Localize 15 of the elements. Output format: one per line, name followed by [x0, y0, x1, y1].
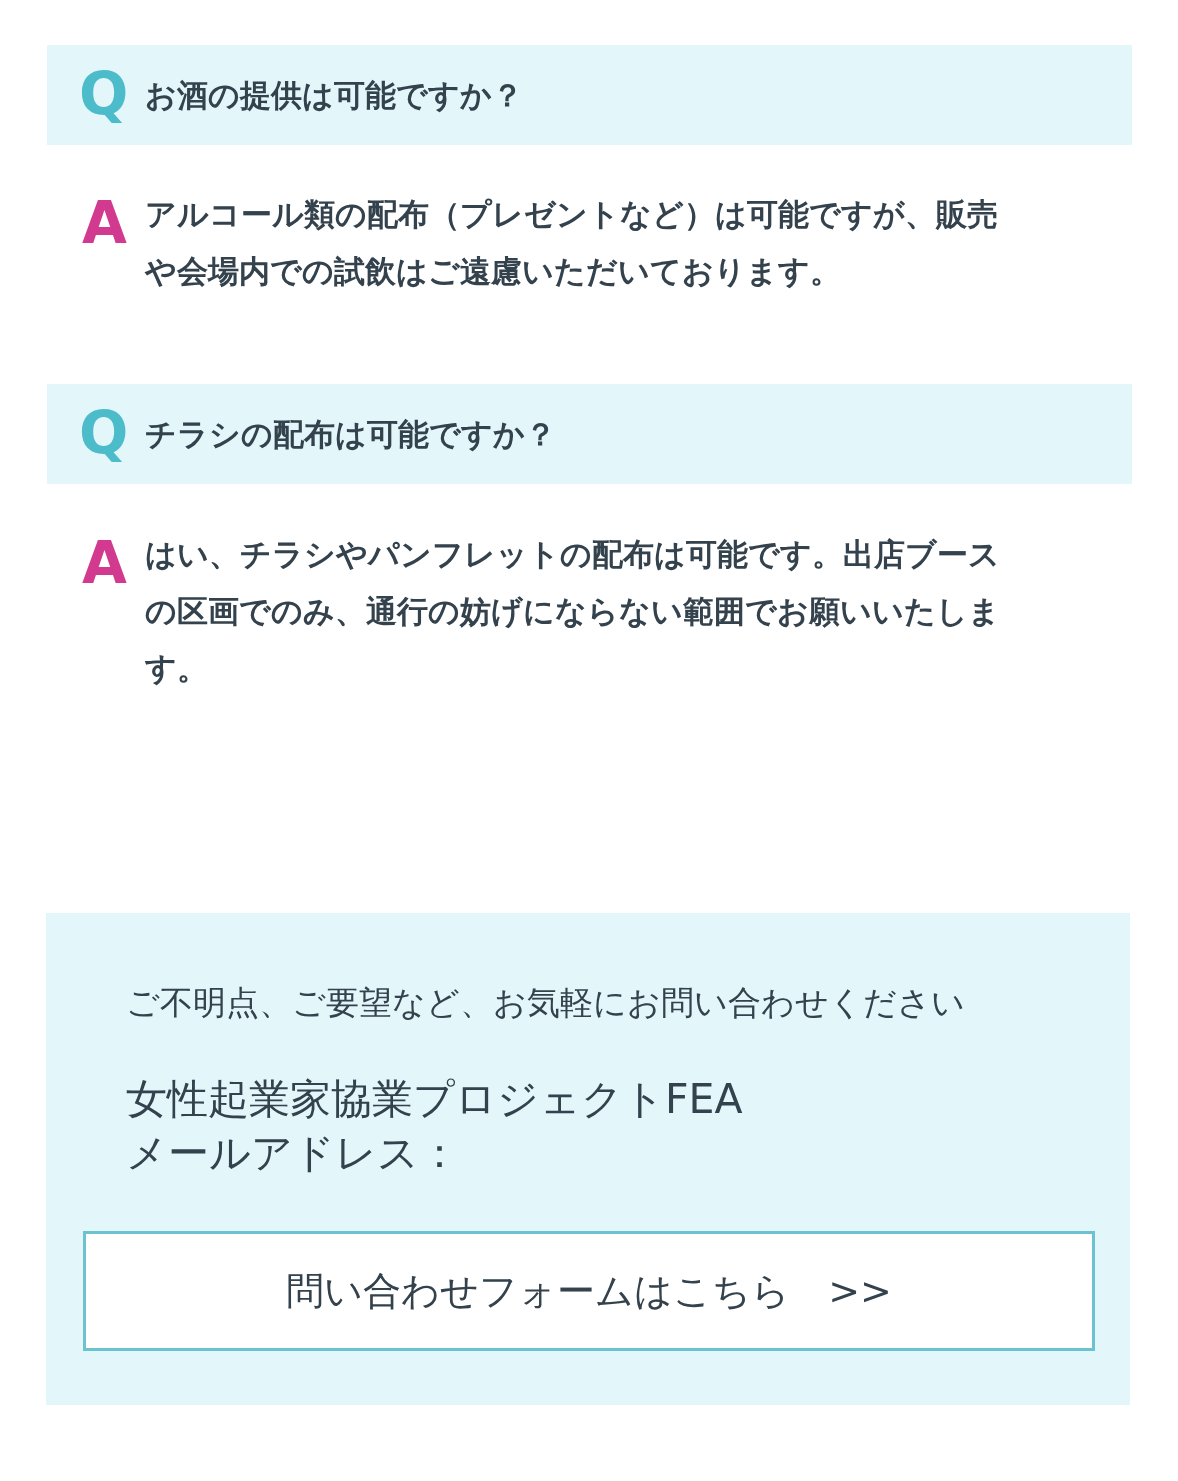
- a-letter: A: [82, 190, 127, 256]
- email-label: メールアドレス：: [126, 1128, 460, 1179]
- answer-text: はい、チラシやパンフレットの配布は可能です。出店ブースの区画でのみ、通行の妨げにならない範囲でお願いいたします。: [145, 535, 1001, 688]
- question-text: チラシの配布は可能ですか？: [145, 415, 556, 454]
- q-letter: Q: [79, 61, 129, 127]
- question-band: [47, 45, 1132, 145]
- answer-text: アルコール類の配布（プレゼントなど）は可能ですが、販売や会場内での試飲はご遠慮いただいております。: [145, 195, 999, 291]
- question-text: お酒の提供は可能ですか？: [145, 76, 523, 115]
- question-band: [47, 384, 1132, 484]
- organization-name: 女性起業家協業プロジェクトFEA: [126, 1074, 743, 1125]
- contact-note: ご不明点、ご要望など、お気軽にお問い合わせください: [126, 982, 965, 1024]
- q-letter: Q: [79, 400, 129, 466]
- contact-panel: [46, 913, 1130, 1405]
- contact-form-button: 問い合わせフォームはこちら >>: [83, 1231, 1095, 1351]
- a-letter: A: [82, 530, 127, 596]
